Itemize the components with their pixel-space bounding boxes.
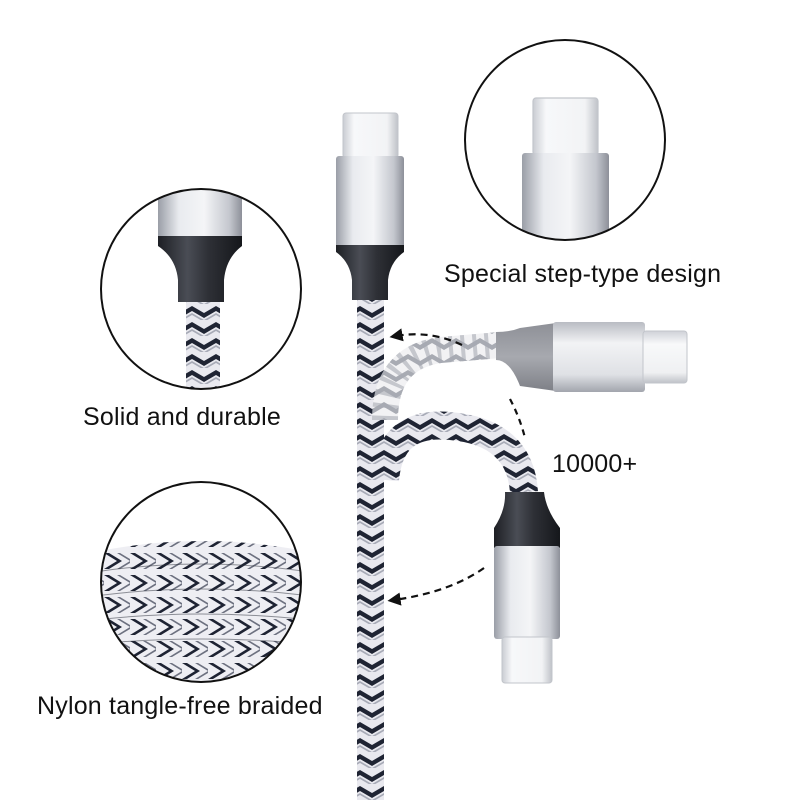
bend-arrows (387, 328, 527, 606)
feature-durable-closeup (100, 188, 302, 390)
feature-step-closeup (464, 39, 666, 241)
feature-nylon-closeup (100, 481, 302, 683)
main-cable (336, 112, 404, 800)
main-cable-braid (357, 298, 384, 800)
closeup-frame-nylon (100, 481, 302, 683)
bend-arc-icon (509, 398, 527, 439)
bend-test-count: 10000+ (552, 450, 638, 478)
main-aluminum-shell (336, 156, 404, 248)
bent-cable-lower (371, 411, 560, 684)
bend-arrow-lower-icon (387, 567, 485, 606)
feature-label-durable: Solid and durable (83, 403, 281, 431)
closeup-frame-durable (100, 188, 302, 390)
bent-cable-upper (372, 322, 688, 421)
feature-label-nylon: Nylon tangle-free braided (37, 692, 323, 720)
closeup-frame-step (464, 39, 666, 241)
feature-label-step: Special step-type design (444, 260, 722, 288)
main-usbc-tip (342, 112, 399, 159)
main-boot (336, 245, 404, 300)
bend-arrow-upper-icon (389, 328, 463, 346)
